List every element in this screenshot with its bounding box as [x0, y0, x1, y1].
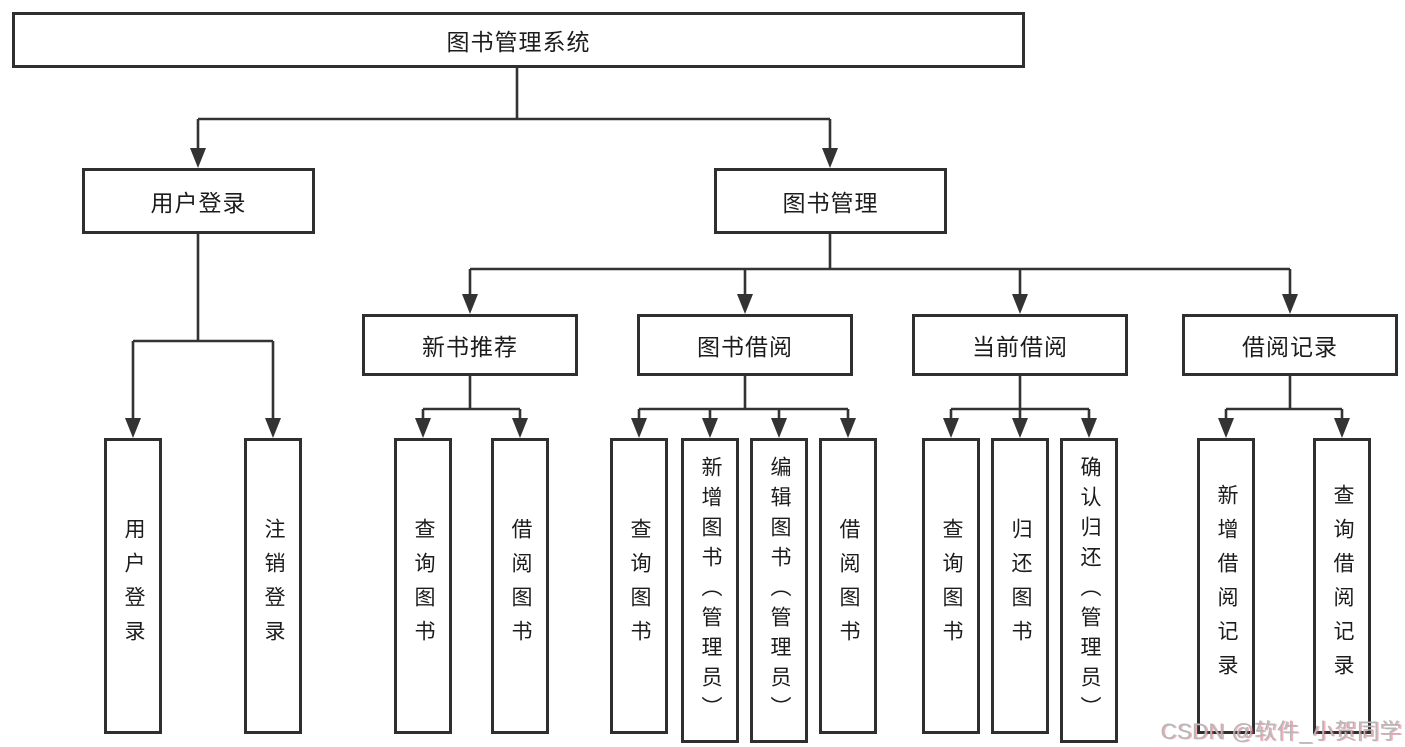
node-leaf-bb-add-books-admin: 新增图书（管理员）: [681, 438, 739, 743]
node-borrow-records: 借阅记录: [1182, 314, 1398, 376]
node-leaf-user-login: 用户登录: [104, 438, 162, 734]
leaf-label: 查询图书: [412, 518, 435, 654]
node-leaf-bb-edit-books-admin: 编辑图书（管理员）: [750, 438, 808, 743]
node-current-borrow: 当前借阅: [912, 314, 1128, 376]
node-book-management: 图书管理: [714, 168, 947, 234]
node-leaf-cb-query-books: 查询图书: [922, 438, 980, 734]
node-leaf-rec-borrow-books: 借阅图书: [491, 438, 549, 734]
node-leaf-cb-confirm-return-admin: 确认归还（管理员）: [1060, 438, 1118, 743]
node-book-borrow: 图书借阅: [637, 314, 853, 376]
node-leaf-rec-query-books: 查询图书: [394, 438, 452, 734]
node-new-book-recommend: 新书推荐: [362, 314, 578, 376]
node-leaf-bb-query-books: 查询图书: [610, 438, 668, 734]
node-leaf-bb-borrow-books: 借阅图书: [819, 438, 877, 734]
leaf-label: 新增借阅记录: [1215, 484, 1238, 688]
leaf-label: 借阅图书: [509, 518, 532, 654]
node-leaf-cb-return-books: 归还图书: [991, 438, 1049, 734]
node-leaf-logout: 注销登录: [244, 438, 302, 734]
arrowhead-icons: [125, 148, 1350, 438]
leaf-label: 查询图书: [940, 518, 963, 654]
leaf-label: 编辑图书（管理员）: [768, 455, 791, 726]
leaf-label: 新增图书（管理员）: [699, 455, 722, 726]
leaf-label: 查询借阅记录: [1331, 484, 1354, 688]
leaf-label: 查询图书: [628, 518, 651, 654]
node-leaf-br-query-record: 查询借阅记录: [1313, 438, 1371, 734]
csdn-watermark: CSDN @软件_小贺同学: [1160, 719, 1402, 744]
node-library-management-system: 图书管理系统: [12, 12, 1025, 68]
leaf-label: 用户登录: [122, 518, 145, 654]
node-user-login: 用户登录: [82, 168, 315, 234]
leaf-label: 归还图书: [1009, 518, 1032, 654]
leaf-label: 确认归还（管理员）: [1078, 455, 1101, 726]
node-leaf-br-add-record: 新增借阅记录: [1197, 438, 1255, 734]
leaf-label: 注销登录: [262, 518, 285, 654]
leaf-label: 借阅图书: [837, 518, 860, 654]
